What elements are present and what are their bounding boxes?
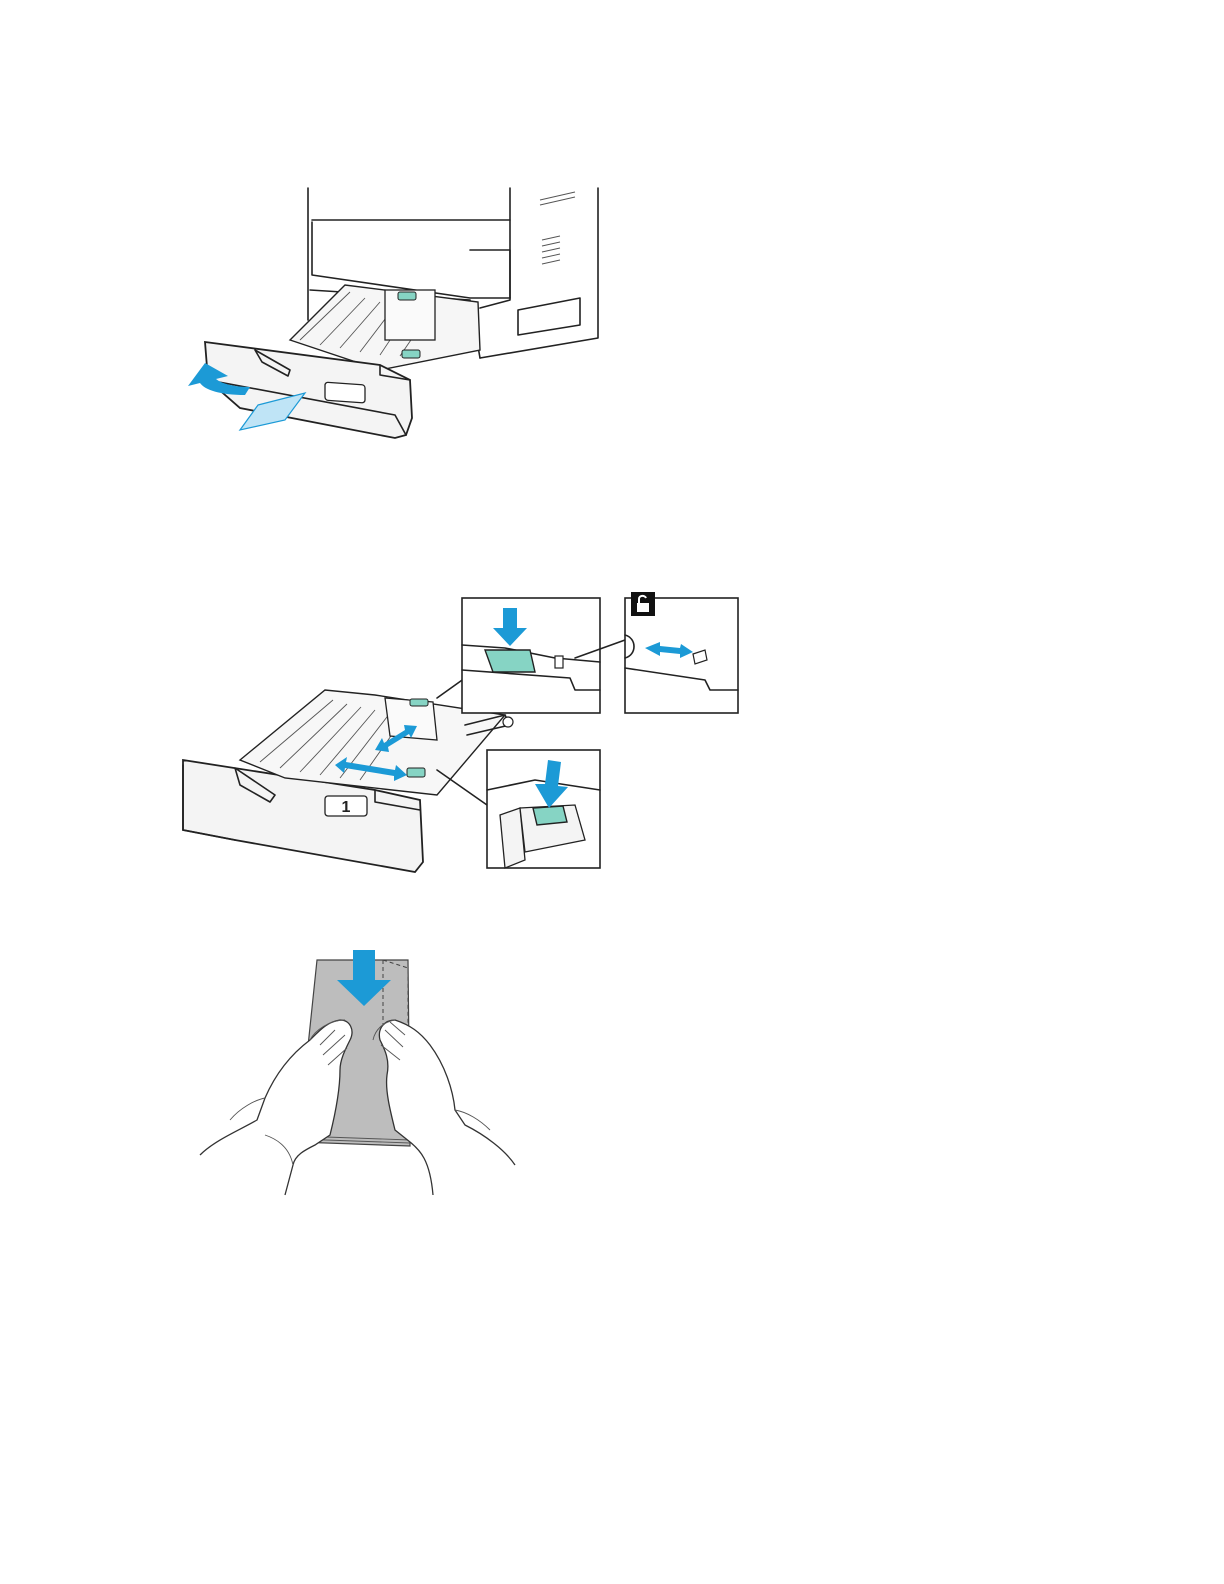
envelope-load-illustration — [195, 950, 520, 1195]
tray-number-label: 1 — [342, 799, 351, 816]
paper-guide-adjust-illustration: 1 — [175, 590, 745, 875]
tray-pull-out-illustration — [180, 180, 610, 445]
